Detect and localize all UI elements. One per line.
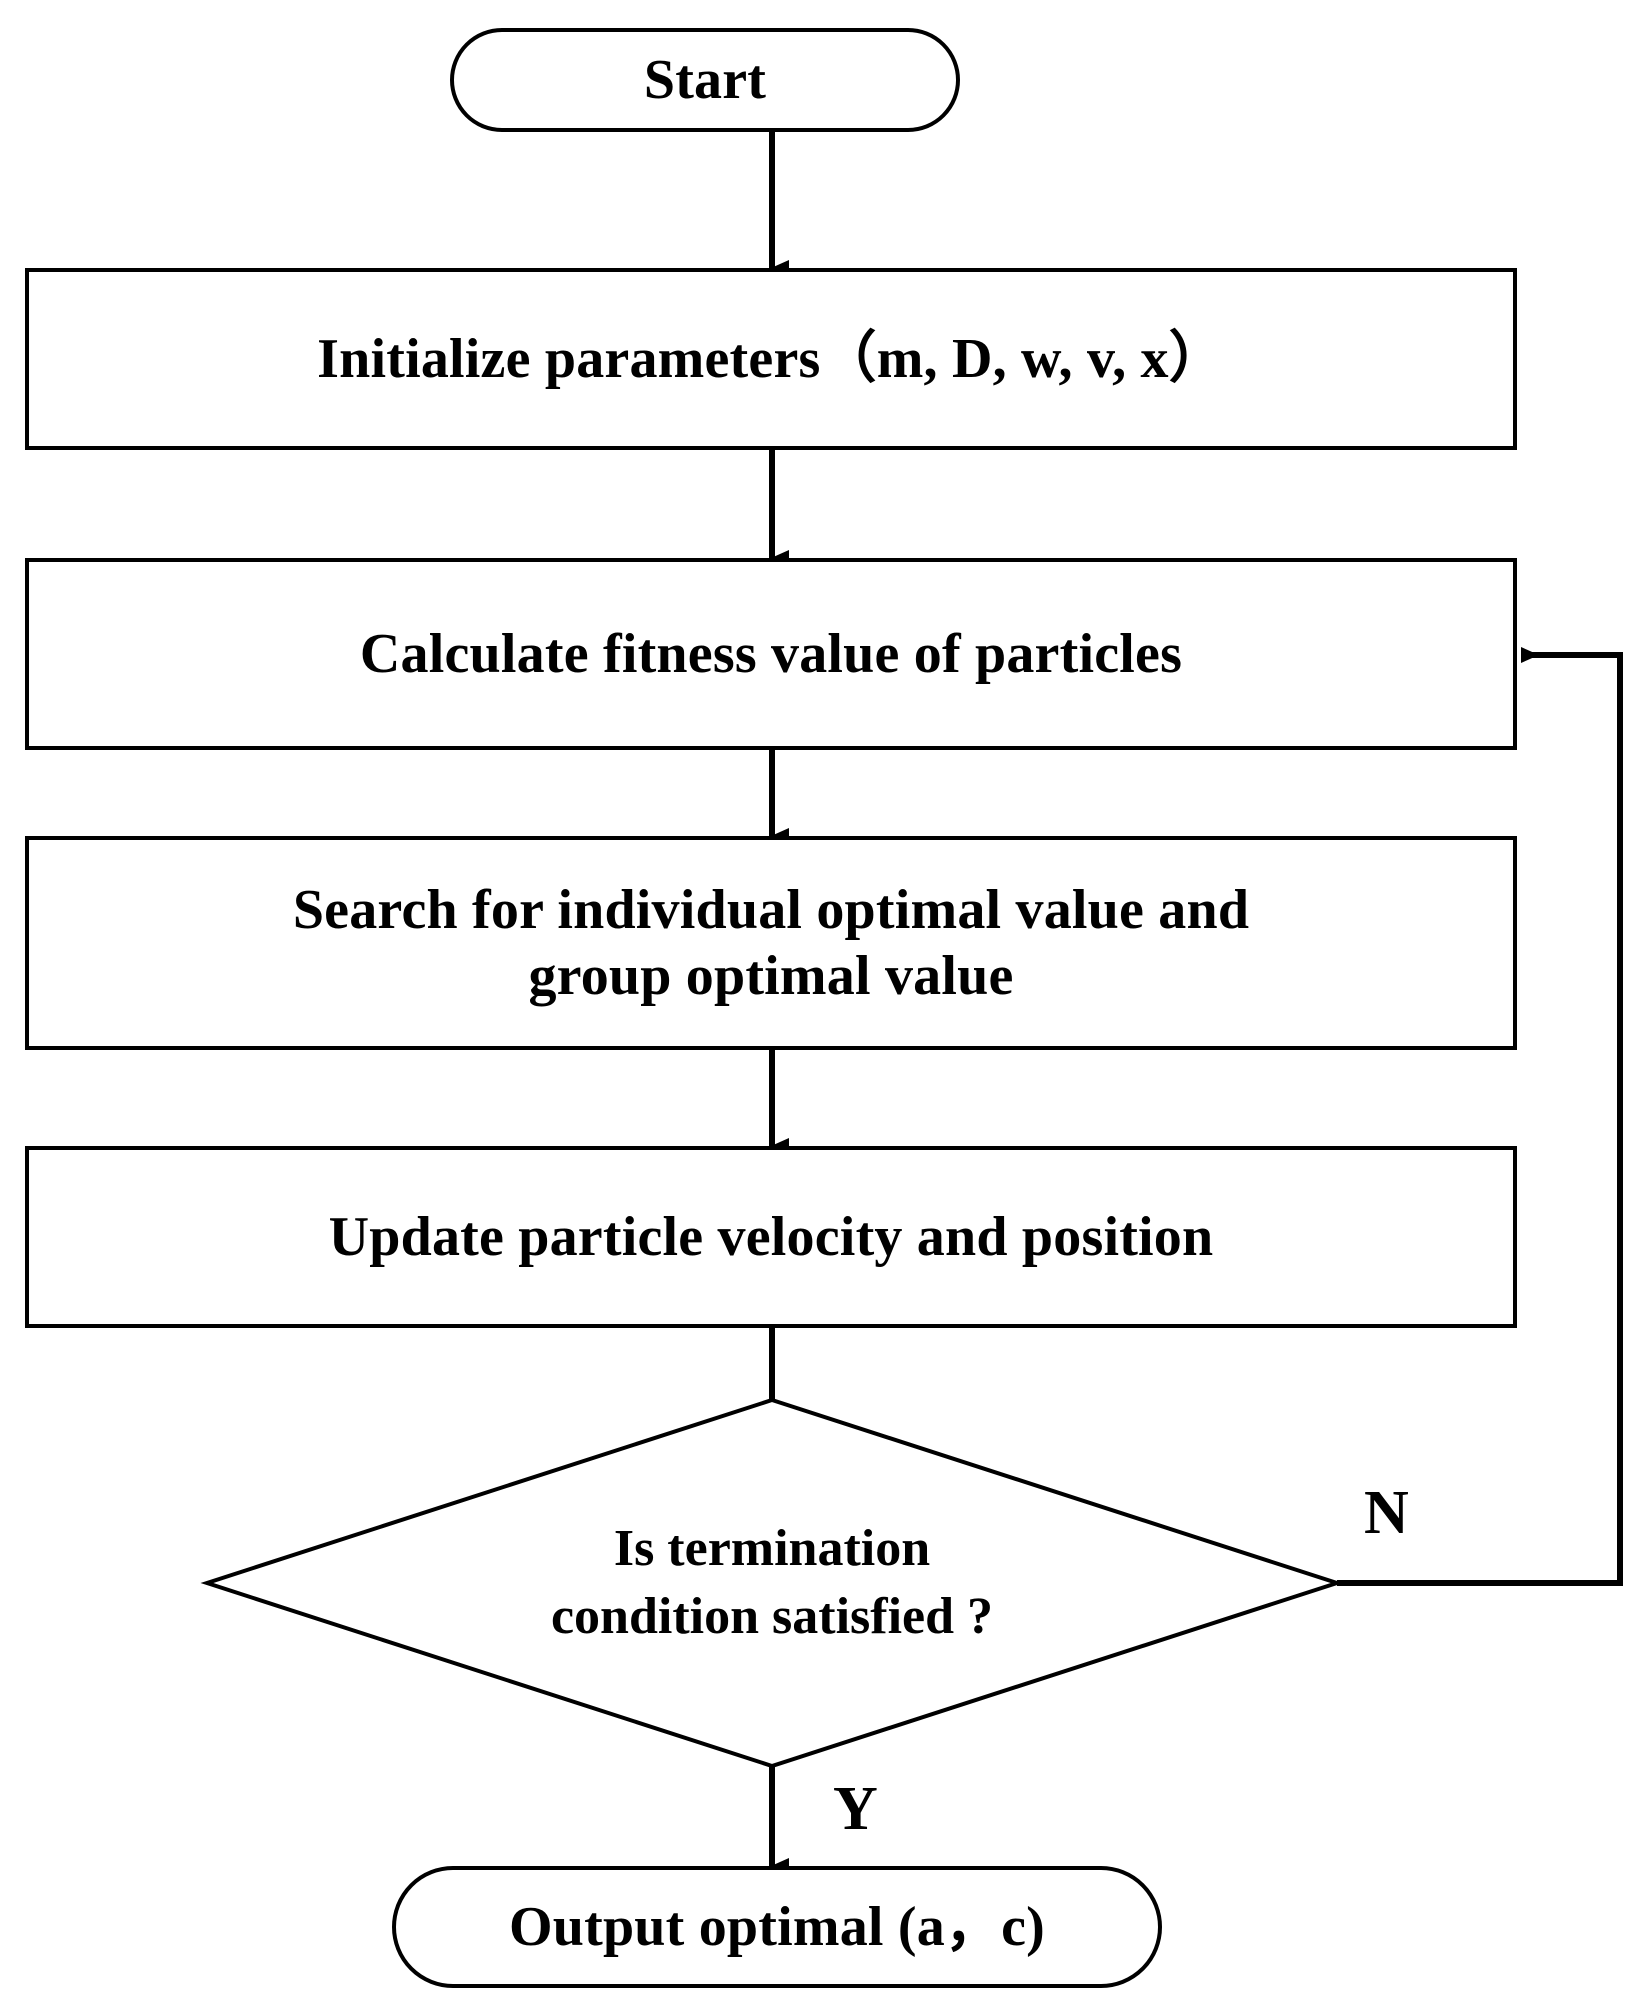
- node-output-optimal-label: Output optimal (a，c): [509, 1895, 1045, 1958]
- edge-label-yes: Y: [833, 1775, 878, 1843]
- node-update-particle[interactable]: Update particle velocity and position: [25, 1146, 1517, 1328]
- edge-decision-no-loop: [1337, 647, 1623, 1586]
- node-output-optimal[interactable]: Output optimal (a，c): [392, 1866, 1162, 1988]
- node-termination-decision-label: Is termination condition satisfied ?: [550, 1520, 994, 1645]
- node-search-optimal-label: Search for individual optimal value and …: [292, 878, 1250, 1007]
- edge-label-no: N: [1364, 1479, 1409, 1547]
- node-search-optimal[interactable]: Search for individual optimal value and …: [25, 836, 1517, 1050]
- node-initialize-parameters-label: Initialize parameters（m, D, w, v, x）: [317, 327, 1225, 390]
- node-calculate-fitness[interactable]: Calculate fitness value of particles: [25, 558, 1517, 750]
- node-update-particle-label: Update particle velocity and position: [328, 1205, 1214, 1268]
- node-initialize-parameters[interactable]: Initialize parameters（m, D, w, v, x）: [25, 268, 1517, 450]
- node-calculate-fitness-label: Calculate fitness value of particles: [359, 622, 1183, 685]
- node-start-label: Start: [643, 48, 767, 111]
- node-termination-decision[interactable]: Is termination condition satisfied ?: [207, 1400, 1337, 1766]
- node-start[interactable]: Start: [450, 28, 960, 132]
